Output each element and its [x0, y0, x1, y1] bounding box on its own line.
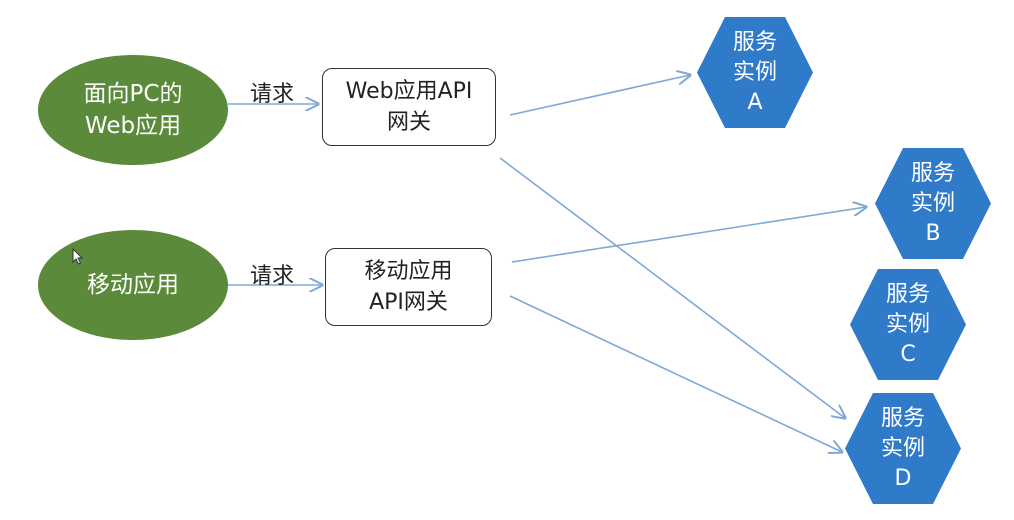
mobile-api-gateway: 移动应用 API网关	[325, 248, 492, 326]
web-app-client-line2: Web应用	[84, 113, 182, 139]
service-instance-d: 服务 实例 D	[843, 391, 963, 506]
service-c-letter: C	[900, 341, 916, 367]
service-b-line2: 实例	[910, 190, 955, 216]
service-instance-c: 服务 实例 C	[848, 267, 968, 382]
hexagon-shape	[845, 393, 961, 504]
service-a-line2: 实例	[732, 59, 777, 85]
mobile-app-client-label: 移动应用	[87, 272, 179, 298]
service-a-line1: 服务	[732, 29, 777, 55]
service-c-line1: 服务	[885, 281, 930, 307]
web-api-gateway-line1: Web应用API	[345, 79, 473, 104]
arrow-mobile-gateway-to-service-d	[509, 295, 842, 452]
arrow-web-gateway-to-service-d	[499, 157, 845, 418]
mouse-cursor-icon	[72, 248, 84, 265]
hexagon-shape	[875, 148, 991, 259]
service-b-line1: 服务	[910, 160, 955, 186]
service-c-line2: 实例	[885, 311, 930, 337]
hexagon-shape	[697, 17, 813, 128]
mobile-request-label: 请求	[250, 264, 295, 289]
mobile-api-gateway-line1: 移动应用	[364, 259, 453, 284]
arrow-web-gateway-to-service-a	[509, 75, 690, 116]
service-d-line2: 实例	[880, 435, 925, 461]
mobile-api-gateway-line2: API网关	[369, 290, 448, 315]
service-instance-b: 服务 实例 B	[873, 146, 993, 261]
web-app-client: 面向PC的 Web应用	[38, 55, 228, 165]
mobile-app-client: 移动应用	[38, 230, 228, 340]
service-d-line1: 服务	[880, 405, 925, 431]
service-b-letter: B	[925, 220, 941, 246]
web-app-client-line1: 面向PC的	[83, 81, 183, 107]
service-a-letter: A	[747, 89, 763, 115]
service-instance-a: 服务 实例 A	[695, 15, 815, 130]
web-api-gateway: Web应用API 网关	[322, 68, 496, 146]
web-request-label: 请求	[250, 82, 295, 107]
arrow-mobile-gateway-to-service-b	[511, 207, 866, 263]
hexagon-shape	[850, 269, 966, 380]
service-d-letter: D	[894, 465, 912, 491]
web-api-gateway-line2: 网关	[386, 110, 431, 135]
